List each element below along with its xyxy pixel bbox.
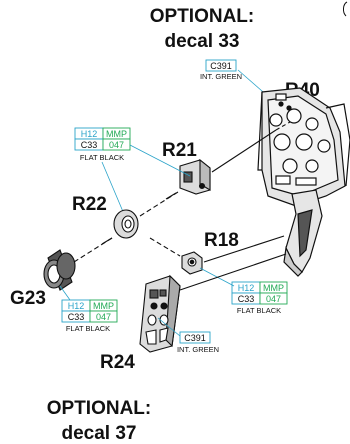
leader-flat-black-r21 bbox=[129, 144, 191, 177]
part-r21 bbox=[179, 158, 211, 195]
svg-text:047: 047 bbox=[96, 312, 111, 322]
control-bracket bbox=[283, 189, 323, 277]
leader-flat-black-r22 bbox=[101, 161, 125, 215]
leader-int-green-r24 bbox=[157, 317, 181, 337]
optional-top-line2: decal 33 bbox=[165, 31, 240, 52]
part-label-r24: R24 bbox=[100, 352, 135, 373]
svg-text:INT. GREEN: INT. GREEN bbox=[200, 72, 242, 81]
svg-text:047: 047 bbox=[266, 294, 281, 304]
arrow-r21-to-panel-dash bbox=[275, 121, 291, 131]
svg-text:047: 047 bbox=[109, 140, 124, 150]
svg-text:FLAT BLACK: FLAT BLACK bbox=[66, 324, 110, 333]
svg-text:C391: C391 bbox=[210, 61, 232, 71]
svg-text:C33: C33 bbox=[238, 294, 255, 304]
svg-text:C33: C33 bbox=[68, 312, 85, 322]
part-label-g23: G23 bbox=[10, 288, 46, 309]
paint-callout-int-green-top: C391 INT. GREEN bbox=[200, 59, 242, 81]
part-label-r21: R21 bbox=[162, 140, 197, 161]
part-r18 bbox=[181, 251, 203, 275]
arrow-r18-to-bracket bbox=[203, 235, 285, 263]
optional-bottom-line1: OPTIONAL: bbox=[47, 398, 152, 419]
part-g23 bbox=[43, 249, 76, 291]
arrow-r24-to-bracket bbox=[179, 253, 287, 291]
svg-text:INT. GREEN: INT. GREEN bbox=[177, 345, 219, 354]
svg-text:FLAT BLACK: FLAT BLACK bbox=[237, 306, 281, 315]
page-edge-mark bbox=[343, 1, 348, 17]
leader-flat-black-g23 bbox=[59, 285, 71, 301]
svg-text:H12: H12 bbox=[238, 283, 255, 293]
paint-callout-int-green-r24: C391 INT. GREEN bbox=[177, 331, 219, 354]
paint-callout-flat-black-g23: H12 MMP C33 047 FLAT BLACK bbox=[61, 299, 118, 333]
arrow-r21-to-panel bbox=[211, 129, 277, 173]
part-r24 bbox=[139, 274, 181, 353]
svg-text:MMP: MMP bbox=[263, 283, 284, 293]
svg-text:MMP: MMP bbox=[93, 301, 114, 311]
arrow-r22-to-r21-head bbox=[165, 192, 177, 200]
paint-callout-flat-black-r18: H12 MMP C33 047 FLAT BLACK bbox=[231, 281, 288, 315]
svg-text:C391: C391 bbox=[184, 333, 206, 343]
svg-text:FLAT BLACK: FLAT BLACK bbox=[80, 153, 124, 162]
instrument-panel-r40 bbox=[257, 87, 350, 207]
part-label-r22: R22 bbox=[72, 194, 107, 215]
svg-text:MMP: MMP bbox=[106, 129, 127, 139]
optional-top-line1: OPTIONAL: bbox=[150, 6, 255, 27]
arrow-r18-link bbox=[149, 237, 181, 257]
optional-bottom-line2: decal 37 bbox=[62, 423, 137, 444]
part-label-r18: R18 bbox=[204, 230, 239, 251]
svg-text:H12: H12 bbox=[68, 301, 85, 311]
paint-callout-flat-black-r21: H12 MMP C33 047 FLAT BLACK bbox=[74, 127, 131, 162]
part-r22 bbox=[113, 209, 139, 239]
svg-text:H12: H12 bbox=[81, 129, 98, 139]
svg-text:C33: C33 bbox=[81, 140, 98, 150]
arrow-g23-to-r22-head bbox=[101, 237, 113, 245]
